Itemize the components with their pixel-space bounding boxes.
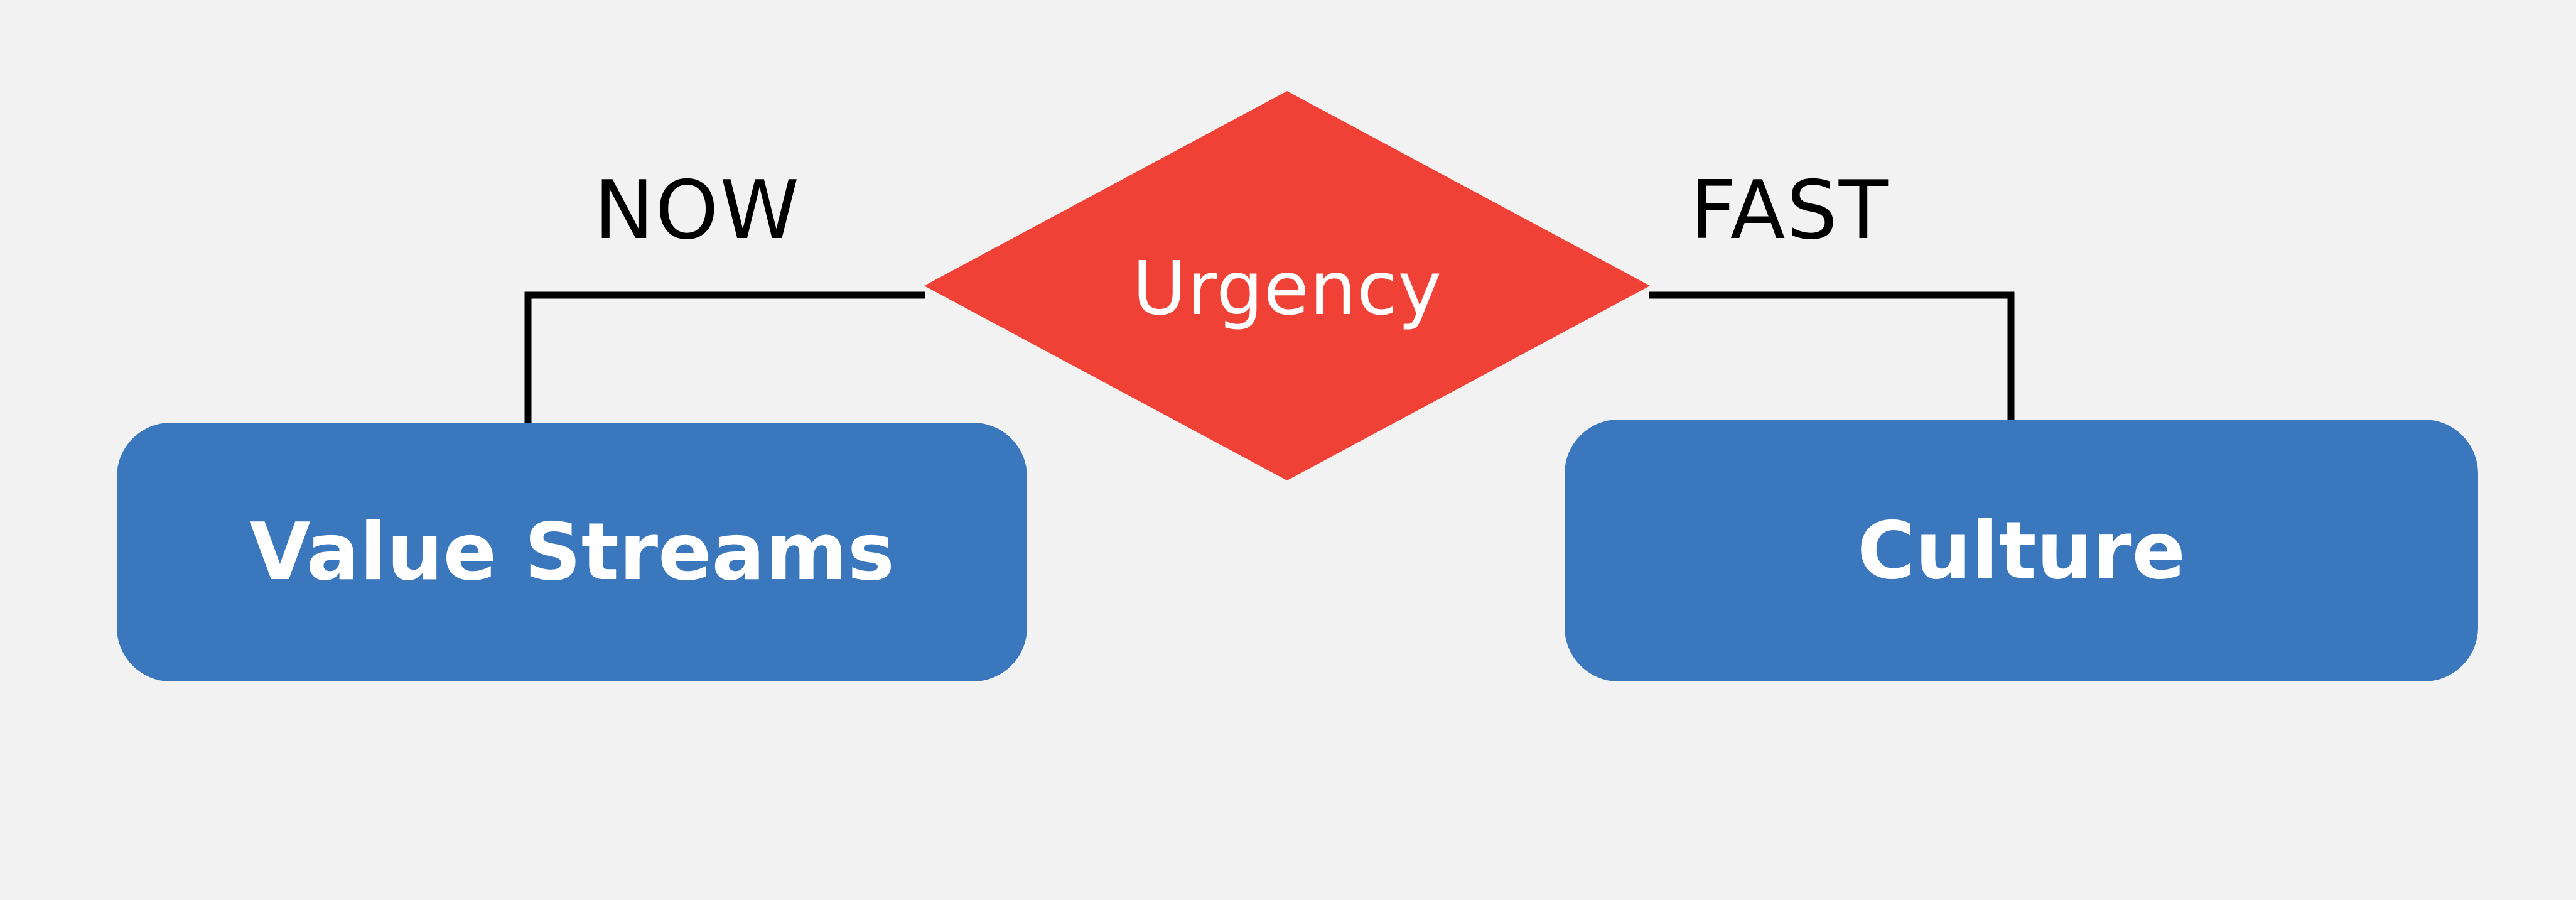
decision-node-label: Urgency [1132,245,1442,332]
edge-label-fast: FAST [1690,164,1889,258]
edge-label-now: NOW [594,164,801,258]
connector-now [524,291,925,425]
process-node-culture[interactable]: Culture [1565,420,2478,681]
connector-fast [1649,291,2015,422]
process-node-label: Culture [1857,504,2185,597]
decision-node-urgency[interactable]: Urgency [924,91,1650,480]
diamond-shape [924,91,1650,480]
process-node-label: Value Streams [249,506,895,598]
process-node-value-streams[interactable]: Value Streams [117,423,1027,681]
